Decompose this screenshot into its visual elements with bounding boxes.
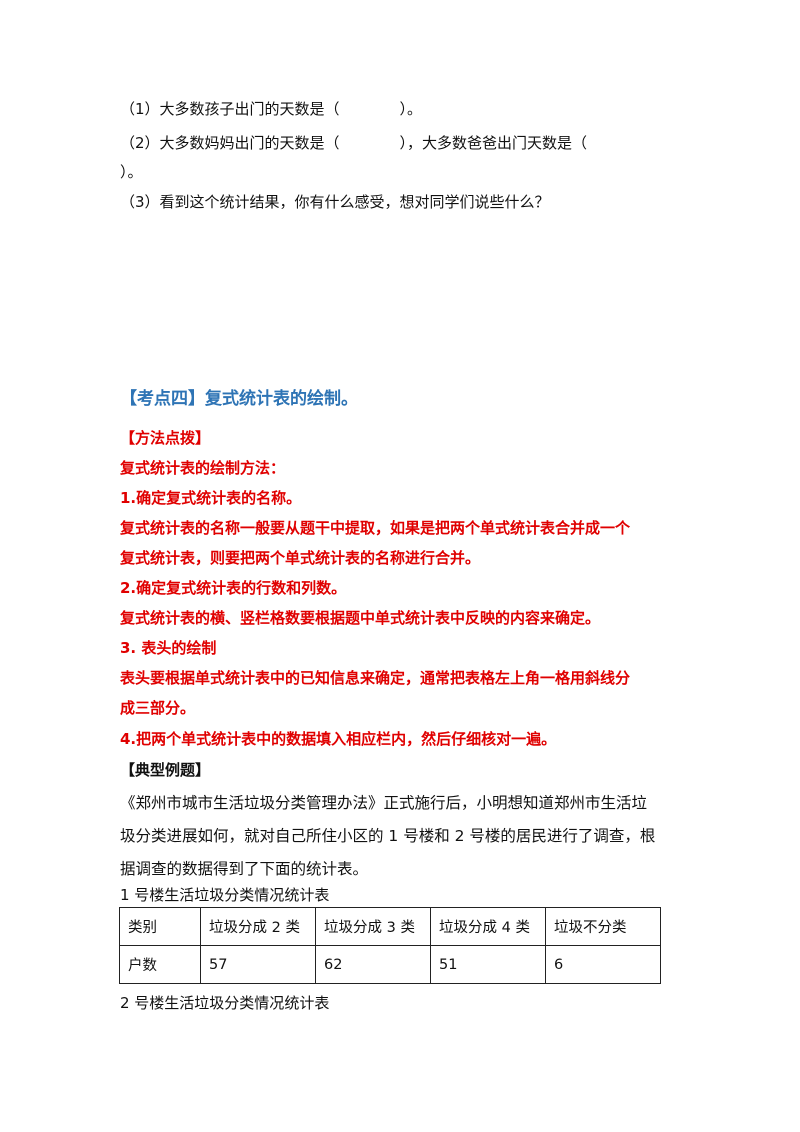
question-3: （3）看到这个统计结果，你有什么感受，想对同学们说些什么？ bbox=[120, 193, 550, 211]
question-2-continued: ）。 bbox=[120, 163, 143, 181]
question-2: （2）大多数妈妈出门的天数是（ ），大多数爸爸出门天数是（ bbox=[120, 134, 588, 152]
step-3: 3. 表头的绘制 bbox=[120, 639, 217, 657]
table-1: 类别 垃圾分成 2 类 垃圾分成 3 类 垃圾分成 4 类 垃圾不分类 户数 5… bbox=[119, 907, 661, 984]
step-4: 4.把两个单式统计表中的数据填入相应栏内，然后仔细核对一遍。 bbox=[120, 730, 557, 748]
example-paragraph-c: 据调查的数据得到了下面的统计表。 bbox=[120, 860, 369, 878]
step-1: 1.确定复式统计表的名称。 bbox=[120, 489, 302, 507]
example-paragraph-a: 《郑州市城市生活垃圾分类管理办法》正式施行后，小明想知道郑州市生活垃 bbox=[120, 794, 648, 812]
step-3-desc-b: 成三部分。 bbox=[120, 699, 196, 717]
table-2-title: 2 号楼生活垃圾分类情况统计表 bbox=[120, 994, 330, 1012]
example-paragraph-b: 圾分类进展如何，就对自己所住小区的 1 号楼和 2 号楼的居民进行了调查，根 bbox=[120, 827, 656, 845]
step-3-desc-a: 表头要根据单式统计表中的已知信息来确定，通常把表格左上角一格用斜线分 bbox=[120, 669, 631, 687]
table-cell: 57 bbox=[200, 945, 316, 984]
table-header-cell: 垃圾不分类 bbox=[545, 907, 661, 946]
table-cell: 51 bbox=[430, 945, 546, 984]
example-heading: 【典型例题】 bbox=[120, 761, 211, 779]
table-header-cell: 垃圾分成 2 类 bbox=[200, 907, 316, 946]
table-row: 户数 57 62 51 6 bbox=[119, 945, 661, 984]
table-header-cell: 垃圾分成 3 类 bbox=[315, 907, 431, 946]
table-header-cell: 类别 bbox=[119, 907, 201, 946]
step-2: 2.确定复式统计表的行数和列数。 bbox=[120, 579, 347, 597]
method-subheading: 复式统计表的绘制方法： bbox=[120, 459, 286, 477]
table-cell: 户数 bbox=[119, 945, 201, 984]
question-1: （1）大多数孩子出门的天数是（ ）。 bbox=[120, 100, 423, 118]
step-1-desc-a: 复式统计表的名称一般要从题干中提取，如果是把两个单式统计表合并成一个 bbox=[120, 519, 631, 537]
method-heading: 【方法点拨】 bbox=[120, 429, 211, 447]
step-1-desc-b: 复式统计表，则要把两个单式统计表的名称进行合并。 bbox=[120, 549, 481, 567]
table-header-cell: 垃圾分成 4 类 bbox=[430, 907, 546, 946]
section-title: 【考点四】复式统计表的绘制。 bbox=[120, 389, 358, 409]
table-cell: 6 bbox=[545, 945, 661, 984]
table-cell: 62 bbox=[315, 945, 431, 984]
step-2-desc: 复式统计表的横、竖栏格数要根据题中单式统计表中反映的内容来确定。 bbox=[120, 609, 601, 627]
table-row: 类别 垃圾分成 2 类 垃圾分成 3 类 垃圾分成 4 类 垃圾不分类 bbox=[119, 907, 661, 946]
table-1-title: 1 号楼生活垃圾分类情况统计表 bbox=[120, 886, 330, 904]
